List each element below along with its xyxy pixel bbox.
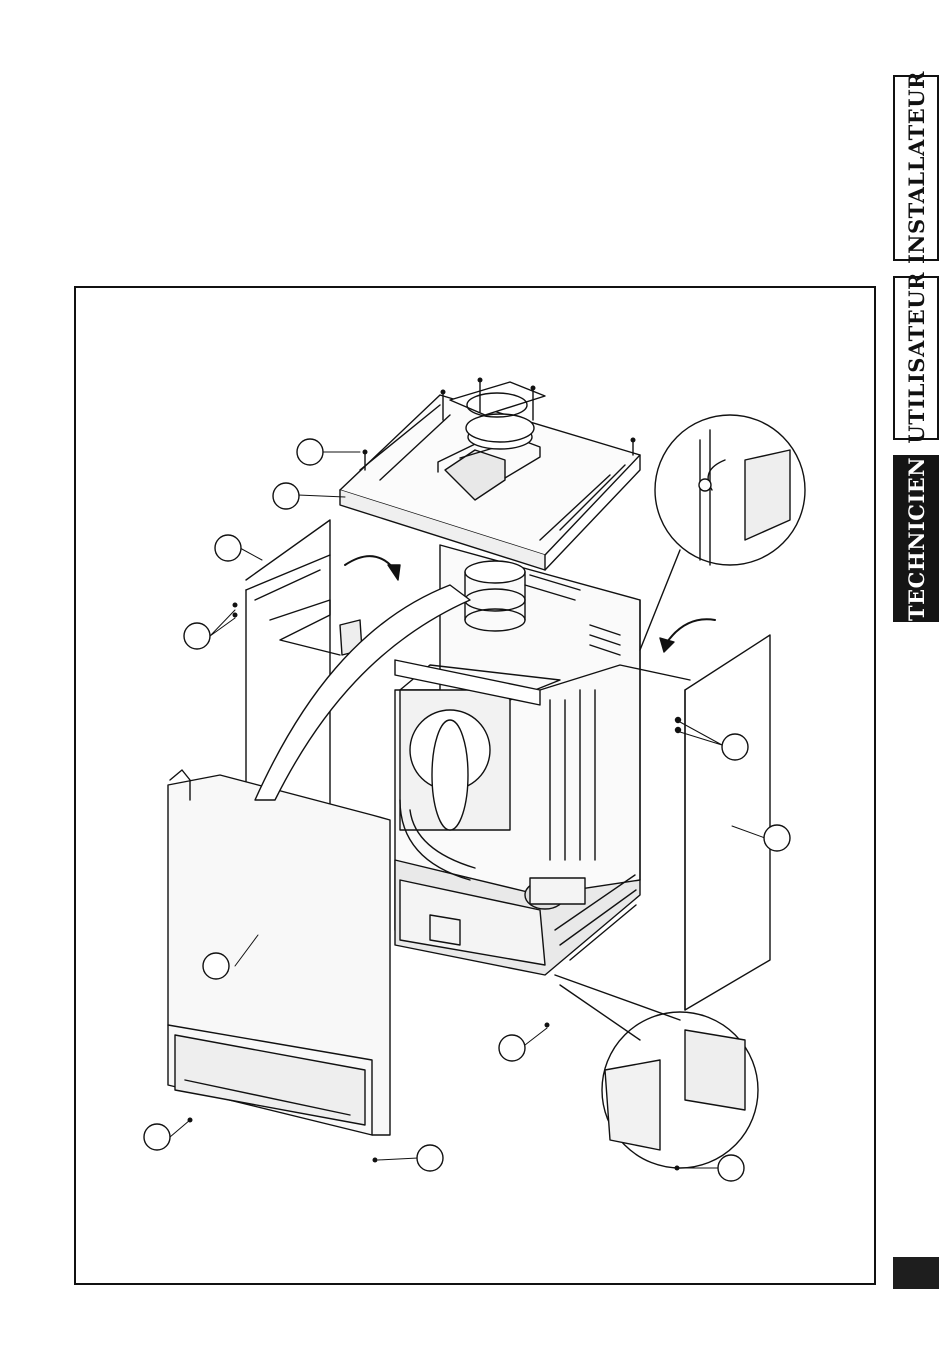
callout-marker — [215, 535, 241, 561]
callout-marker — [273, 483, 299, 509]
callout-marker — [499, 1035, 525, 1061]
callout-marker — [144, 1124, 170, 1150]
callout-marker — [203, 953, 229, 979]
callout-marker — [764, 825, 790, 851]
callout-marker — [297, 439, 323, 465]
callout-marker — [722, 734, 748, 760]
callout-marker — [417, 1145, 443, 1171]
callout-marker — [184, 623, 210, 649]
callout-marker — [718, 1155, 744, 1181]
